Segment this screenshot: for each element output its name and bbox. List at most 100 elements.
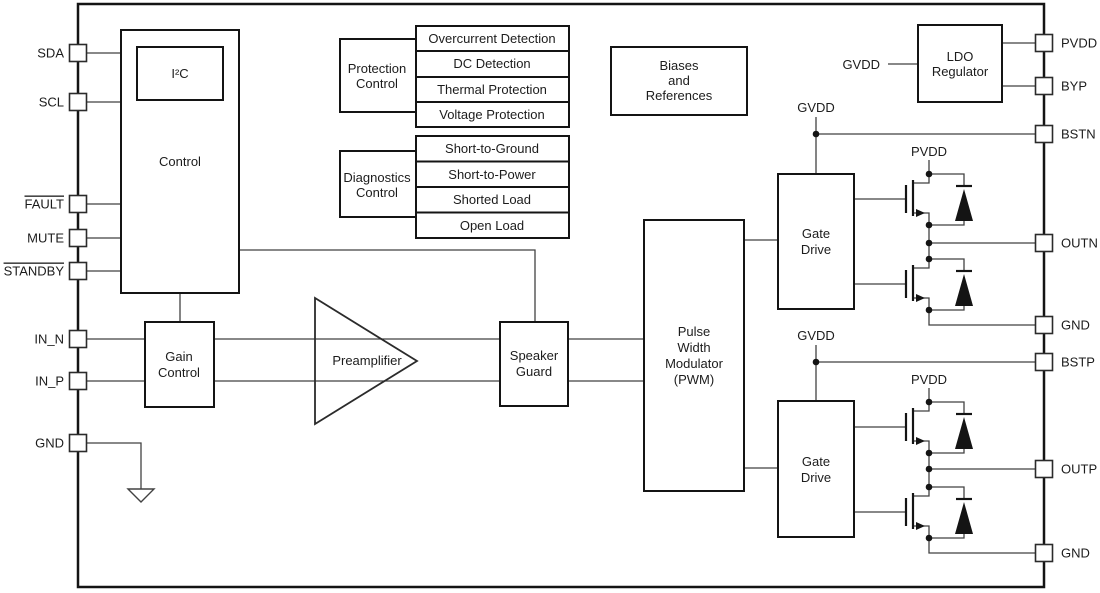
pin-in-p-label: IN_P: [35, 374, 64, 389]
gain-label-1: Gain: [165, 349, 192, 364]
pin-fault: FAULT: [25, 194, 88, 214]
pwm-label-1: Pulse: [678, 324, 711, 339]
biases-label-3: References: [646, 88, 713, 103]
speaker-guard-box: [499, 321, 569, 407]
gate-drive-label-1: Gate: [802, 454, 830, 469]
pin-scl-label: SCL: [39, 95, 64, 110]
diagnostics-control-block: Diagnostics Control Short-to-Ground Shor…: [339, 135, 570, 239]
wire-control-speaker-guard: [239, 249, 536, 322]
half-bridge-p: PVDD: [904, 372, 975, 543]
diagnostics-label-1: Diagnostics: [343, 170, 411, 185]
diagnostics-item: Shorted Load: [453, 192, 531, 207]
gain-control-box: [144, 321, 215, 408]
pin-bstp: BSTP: [1034, 352, 1095, 372]
left-pins: SDA SCL FAULT MUTE STANDBY IN_N IN_P GN: [4, 43, 88, 453]
pin-outn-label: OUTN: [1061, 236, 1098, 251]
pwm-label-4: (PWM): [674, 372, 714, 387]
pin-bstn-label: BSTN: [1061, 127, 1096, 142]
pin-fault-label: FAULT: [25, 197, 65, 212]
protection-label-2: Control: [356, 76, 398, 91]
protection-control-box: [339, 38, 417, 113]
speaker-guard-block: Speaker Guard: [499, 321, 569, 407]
half-bridge-n: PVDD: [904, 144, 975, 315]
pin-gnd-n-label: GND: [1061, 318, 1090, 333]
pin-outn: OUTN: [1034, 233, 1098, 253]
gvdd-net-label: GVDD: [797, 328, 835, 343]
pin-outp: OUTP: [1034, 459, 1097, 479]
pin-gnd-p: GND: [1034, 543, 1090, 563]
pin-gnd-n: GND: [1034, 315, 1090, 335]
pin-standby: STANDBY: [4, 261, 88, 281]
speaker-guard-label-1: Speaker: [510, 348, 559, 363]
biases-label-2: and: [668, 73, 690, 88]
pin-bstn: BSTN: [1034, 124, 1096, 144]
pin-outp-label: OUTP: [1061, 462, 1097, 477]
speaker-guard-label-2: Guard: [516, 364, 552, 379]
mosfet-highside-p: [904, 397, 975, 458]
protection-item: DC Detection: [453, 56, 530, 71]
pvdd-net-label: PVDD: [911, 144, 947, 159]
ldo-regulator-block: LDO Regulator GVDD: [842, 24, 1003, 103]
diagnostics-item: Open Load: [460, 218, 524, 233]
diagnostics-item: Short-to-Power: [448, 167, 536, 182]
gate-drive-label-2: Drive: [801, 242, 831, 257]
wire-gnd-p: [928, 538, 1036, 554]
pin-sda-label: SDA: [37, 46, 64, 61]
pin-byp: BYP: [1034, 76, 1087, 96]
ldo-label-1: LDO: [947, 49, 974, 64]
gate-drive-p-box: [777, 400, 855, 538]
preamplifier-block: Preamplifier: [314, 296, 419, 426]
diagnostics-label-2: Control: [356, 185, 398, 200]
pin-pvdd: PVDD: [1034, 33, 1097, 53]
chip-boundary: [76, 2, 1046, 589]
biases-label-1: Biases: [659, 58, 699, 73]
pin-standby-label: STANDBY: [4, 264, 65, 279]
gate-drive-n-box: [777, 173, 855, 310]
wire-gnd-n: [928, 310, 1036, 326]
pin-gnd-left-label: GND: [35, 436, 64, 451]
gain-label-2: Control: [158, 365, 200, 380]
biases-box: [610, 46, 748, 116]
i2c-label: I²C: [171, 66, 188, 81]
pin-byp-label: BYP: [1061, 79, 1087, 94]
pwm-label-2: Width: [677, 340, 710, 355]
diagnostics-item: Short-to-Ground: [445, 141, 539, 156]
mosfet-lowside-p: [904, 482, 975, 543]
control-block: I²C Control: [120, 29, 240, 294]
pin-scl: SCL: [39, 92, 88, 112]
gate-drive-label-2: Drive: [801, 470, 831, 485]
pin-bstp-label: BSTP: [1061, 355, 1095, 370]
wire-gnd-left: [86, 442, 142, 489]
pin-in-p: IN_P: [35, 371, 88, 391]
protection-control-block: Protection Control Overcurrent Detection…: [339, 25, 570, 128]
pin-in-n-label: IN_N: [34, 332, 64, 347]
pin-pvdd-label: PVDD: [1061, 36, 1097, 51]
protection-item: Overcurrent Detection: [428, 31, 555, 46]
ldo-label-2: Regulator: [932, 64, 989, 79]
pwm-block: Pulse Width Modulator (PWM): [643, 219, 745, 492]
biases-references-block: Biases and References: [610, 46, 748, 116]
mosfet-highside-n: [904, 169, 975, 230]
ground-symbol-icon: [126, 488, 156, 503]
gvdd-net-label: GVDD: [842, 57, 880, 72]
gate-drive-label-1: Gate: [802, 226, 830, 241]
preamplifier-label: Preamplifier: [332, 353, 402, 368]
pin-in-n: IN_N: [34, 329, 88, 349]
i2c-box: [136, 46, 224, 101]
preamplifier-triangle-icon: [314, 296, 419, 426]
pwm-box: [643, 219, 745, 492]
gate-drive-p-block: Gate Drive GVDD: [777, 328, 855, 538]
pin-sda: SDA: [37, 43, 88, 63]
pin-mute-label: MUTE: [27, 231, 64, 246]
mosfet-lowside-n: [904, 254, 975, 315]
control-label: Control: [159, 154, 201, 169]
gvdd-net-label: GVDD: [797, 100, 835, 115]
pwm-label-3: Modulator: [665, 356, 723, 371]
pin-gnd-p-label: GND: [1061, 546, 1090, 561]
gain-control-block: Gain Control: [144, 321, 215, 408]
pvdd-net-label: PVDD: [911, 372, 947, 387]
protection-label-1: Protection: [348, 61, 407, 76]
protection-item: Voltage Protection: [439, 107, 545, 122]
